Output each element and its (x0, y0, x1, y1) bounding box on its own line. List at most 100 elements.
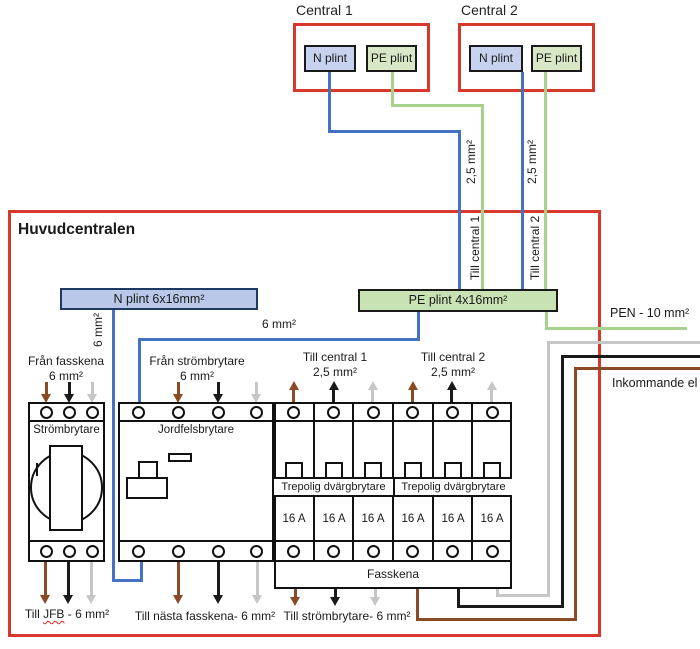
terminal-circle (287, 406, 300, 419)
label-from-switch-line1: Från strömbrytare (149, 354, 245, 368)
mcb-toggle (483, 462, 501, 477)
terminal-circle (250, 545, 263, 558)
switch-knob-tick (36, 463, 38, 476)
mcb-divider (471, 402, 473, 477)
mcb-group2-label: Trepolig dvärgbrytare (393, 477, 512, 497)
wire-pe-central1-v1 (391, 72, 394, 107)
terminal-circle (172, 406, 185, 419)
arrow-gray-down (374, 589, 377, 598)
arrow-brown-up (292, 390, 295, 402)
wire-in-brown-h1 (574, 367, 700, 370)
terminal-circle (327, 406, 340, 419)
terminal-circle (212, 406, 225, 419)
wire-n-central1-v2 (458, 130, 461, 290)
wire-pen-v1 (545, 312, 548, 330)
arrowhead-brown (173, 595, 183, 604)
arrowhead-brown (173, 394, 183, 403)
arrow-brown-down (45, 382, 48, 395)
label-till-central1-vert: Till central 1 (468, 215, 482, 281)
wire-in-gray-v1 (547, 341, 550, 597)
label-from-switch-line2: 6 mm² (180, 369, 214, 383)
main-panel-box (8, 210, 601, 637)
terminal-circle (287, 545, 300, 558)
terminal-circle (446, 406, 459, 419)
arrowhead-black (64, 394, 74, 403)
central2-title: Central 2 (461, 2, 518, 18)
label-till-jfb-pre: Till (24, 607, 44, 621)
wire-in-brown-v1 (574, 367, 577, 621)
label-till-nasta-fasskena: Till nästa fasskena- 6 mm² (134, 609, 276, 623)
wire-in-black-h1 (561, 355, 700, 358)
label-from-busbar-line1: Från fasskena (27, 354, 105, 368)
terminal-circle (132, 545, 145, 558)
mcb-toggle (364, 462, 382, 477)
wire-in-gray-v2 (496, 589, 499, 597)
arrow-brown-down (177, 562, 180, 596)
arrowhead-black (330, 597, 340, 606)
mcb-divider (392, 402, 394, 477)
main-switch-top-strip (28, 420, 105, 422)
mcb-group1-label: Trepolig dvärgbrytare (274, 477, 393, 497)
arrow-brown-down (44, 562, 47, 596)
label-from-busbar-line2: 6 mm² (49, 369, 83, 383)
mcb-divider (352, 497, 354, 562)
terminal-circle (406, 545, 419, 558)
wire-pe-central1-v2 (481, 104, 484, 290)
arrowhead-gray-up (487, 381, 497, 390)
label-to-central2: Till central 2 2,5 mm² (401, 350, 505, 380)
arrowhead-black (63, 595, 73, 604)
wire-nbus-drop-h1 (112, 579, 143, 582)
rcd-label: Jordfelsbrytare (157, 424, 235, 436)
label-incoming: Inkommande el (612, 376, 698, 390)
arrow-black-down (217, 562, 220, 596)
arrowhead-gray (252, 595, 262, 604)
wire-nbus-drop-v1 (112, 310, 115, 582)
mcb-rating: 16 A (322, 513, 346, 525)
mcb-divider (432, 497, 434, 562)
pe-bus-bar: PE plint 4x16mm² (358, 289, 558, 312)
mcb-divider (313, 497, 315, 562)
terminal-circle (40, 545, 53, 558)
rcd-button-base (126, 477, 168, 499)
main-switch-bottom-strip (28, 540, 105, 542)
terminal-circle (63, 545, 76, 558)
arrow-gray-down (255, 382, 258, 395)
arrowhead-black-up (447, 381, 457, 390)
wire-nbus-drop-v2 (140, 562, 143, 582)
label-n-drop-size: 6 mm² (91, 313, 105, 347)
main-panel-title: Huvudcentralen (18, 221, 136, 238)
mcb-toggle (285, 462, 303, 477)
label-to-central1: Till central 1 2,5 mm² (283, 350, 387, 380)
arrowhead-gray-up (368, 381, 378, 390)
mcb-rating: 16 A (282, 513, 306, 525)
wire-in-gray-h1 (547, 341, 700, 344)
central2-n-plint: N plint (469, 45, 523, 72)
terminal-circle (86, 406, 99, 419)
terminal-circle (406, 406, 419, 419)
wire-pe-central2-v1 (544, 72, 547, 290)
wire-in-brown-v2 (416, 589, 419, 621)
terminal-circle (40, 406, 53, 419)
wire-rcd-link-v2 (417, 312, 420, 341)
terminal-circle (132, 406, 145, 419)
arrowhead-black-up (329, 381, 339, 390)
terminal-circle (367, 545, 380, 558)
label-pen: PEN - 10 mm² (610, 306, 690, 320)
mcb-toggle (325, 462, 343, 477)
terminal-circle (250, 406, 263, 419)
label-c1-wire-size: 2,5 mm² (464, 139, 478, 185)
mcb-rating: 16 A (441, 513, 465, 525)
label-till-jfb-post: - 6 mm² (64, 607, 110, 621)
arrowhead-brown (290, 597, 300, 606)
label-to-central1-line2: 2,5 mm² (312, 365, 357, 379)
terminal-circle (63, 406, 76, 419)
mcb-divider (392, 497, 394, 562)
terminal-circle (212, 545, 225, 558)
wire-in-black-v2 (457, 589, 460, 608)
wire-rcd-link-h1 (138, 338, 420, 341)
arrow-black-down (217, 382, 220, 395)
central1-title: Central 1 (296, 2, 353, 18)
rcd-top-strip (118, 420, 274, 422)
n-bus-bar: N plint 6x16mm² (60, 288, 258, 310)
